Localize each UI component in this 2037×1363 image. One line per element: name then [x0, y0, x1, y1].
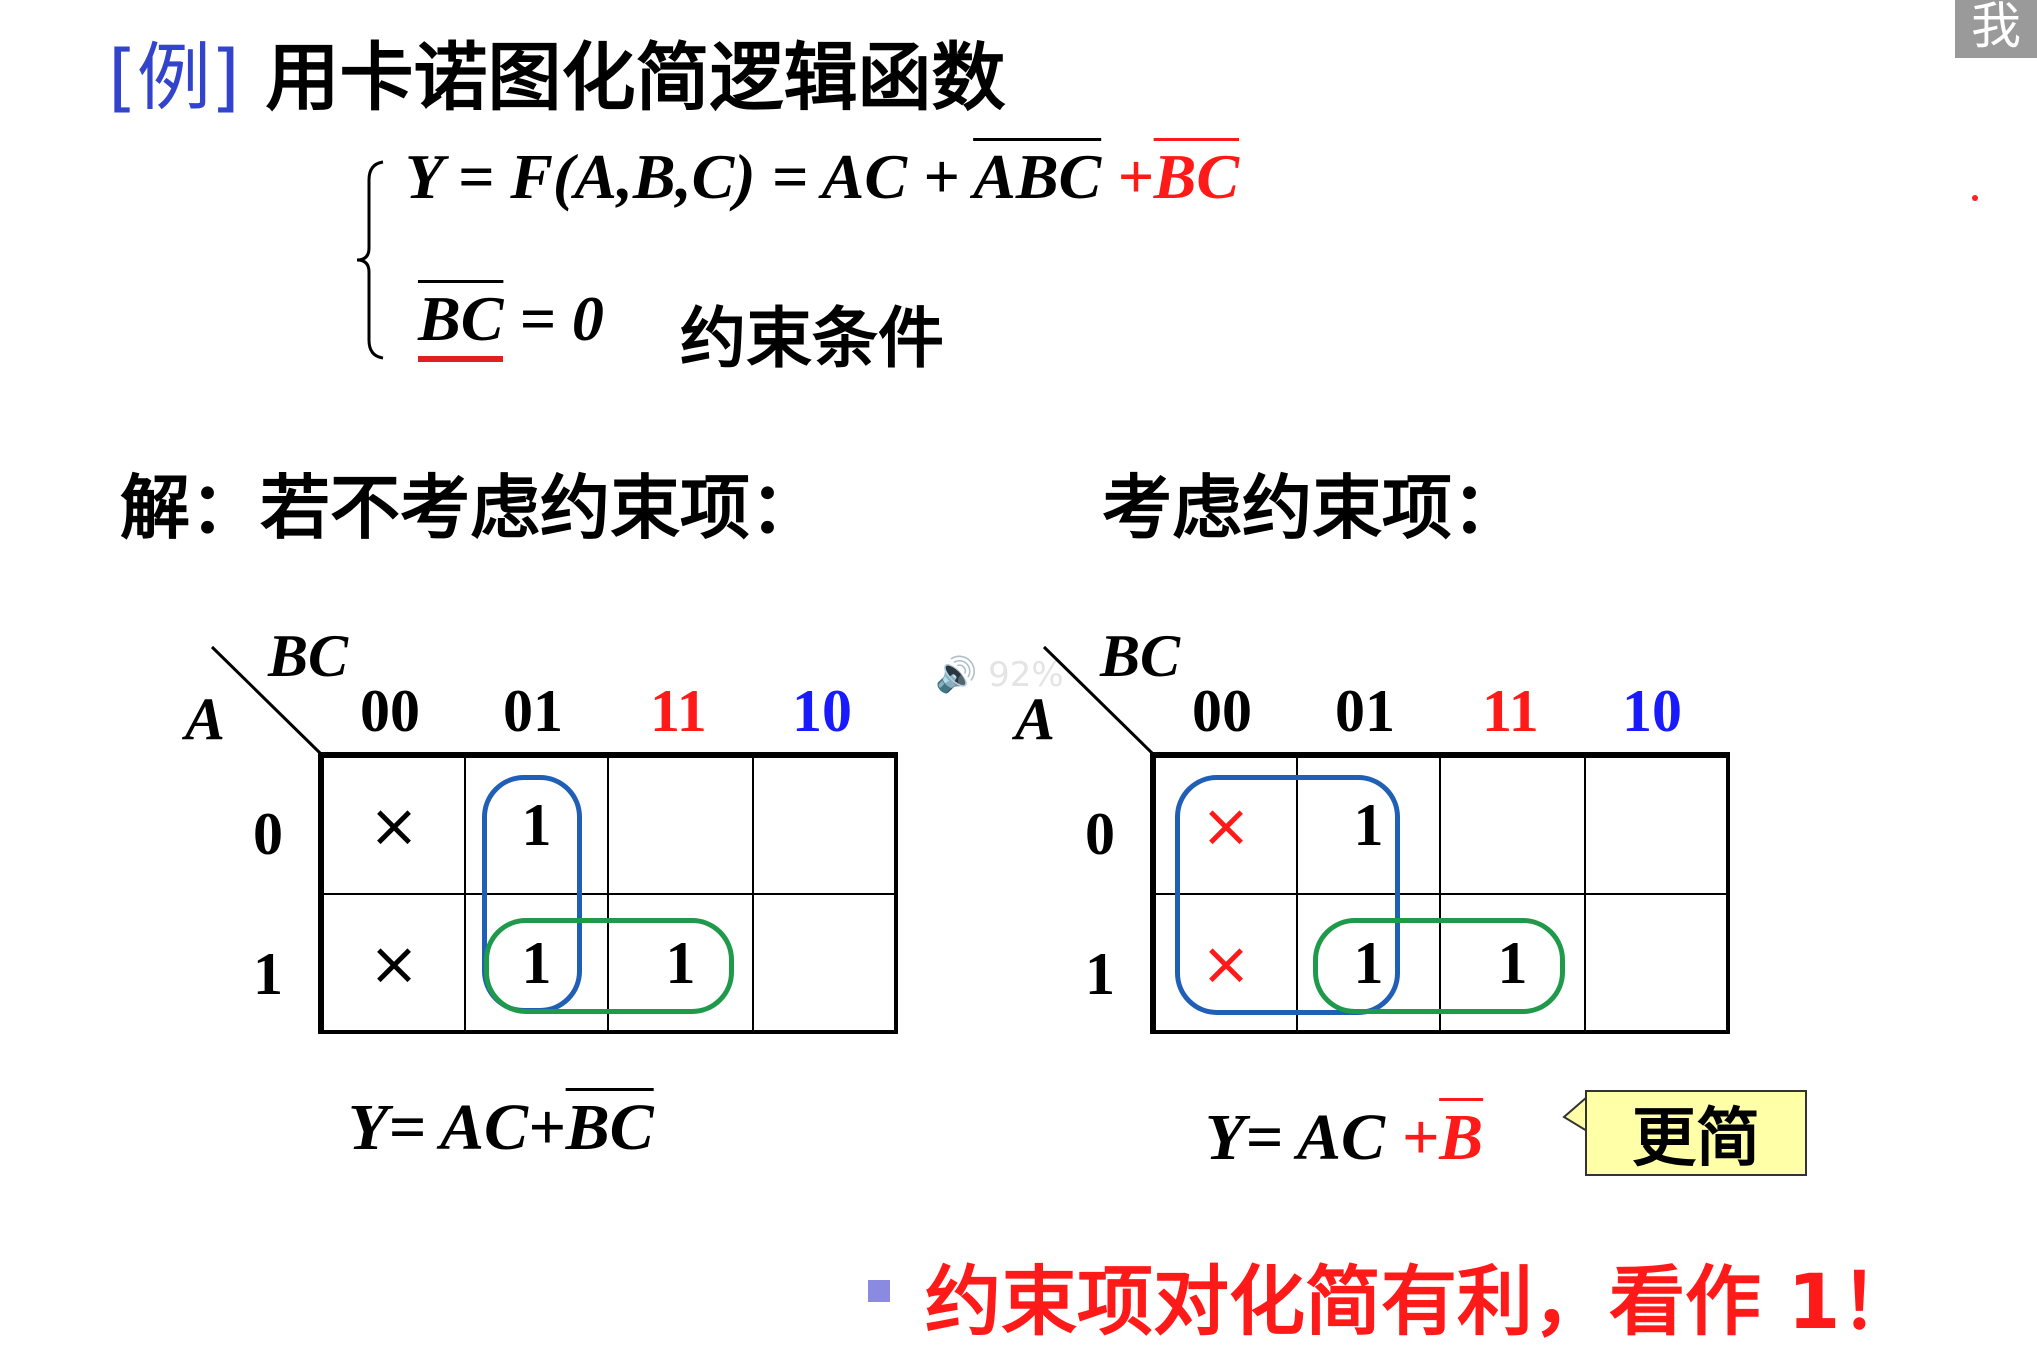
kmap-right-col-label: 00 [1192, 678, 1252, 744]
red-dot-marker [1972, 195, 1978, 201]
kmap-left-col-label: 01 [503, 678, 563, 744]
kmap-left-grid: × 1 × 1 1 [318, 752, 898, 1034]
kmap-left-diagonal [210, 645, 322, 755]
kmap-cell [1584, 756, 1730, 895]
equation-lhs: Y = F(A,B,C) = AC + [405, 141, 974, 212]
kmap-cell [1584, 893, 1730, 1034]
kmap-cell [1439, 756, 1586, 895]
kmap-left-col-var: BC [268, 623, 349, 689]
kmap-cell: 1 [607, 893, 754, 1034]
equation-term2: ABC [973, 141, 1102, 212]
kmap-right-row-var: A [1015, 686, 1056, 752]
equation-line1: Y = F(A,B,C) = AC + ABC +BC [405, 140, 1239, 214]
title-text: 用卡诺图化简逻辑函数 [265, 35, 1006, 121]
kmap-cell [752, 893, 898, 1034]
section-left-heading: 解：若不考虑约束项： [120, 467, 820, 549]
kmap-left-row-label: 1 [253, 941, 283, 1007]
kmap-right-loop-horizontal [1313, 918, 1565, 1014]
kmap-right-col-label: 01 [1335, 678, 1395, 744]
bullet-icon [868, 1280, 890, 1302]
constraint-label: 约束条件 [680, 300, 944, 377]
note-callout: 更简 [1585, 1090, 1807, 1176]
kmap-left-row-label: 0 [253, 801, 283, 867]
result-term: B [1439, 1101, 1484, 1174]
constraint-value: = 0 [503, 283, 604, 354]
kmap-left-row-var: A [185, 686, 226, 752]
kmap-cell [752, 756, 898, 895]
equation-term3: BC [1153, 141, 1240, 212]
kmap-left-col-label: 11 [650, 678, 707, 744]
kmap-right-loop-quad [1175, 775, 1400, 1015]
kmap-right-row-label: 0 [1085, 801, 1115, 867]
result-term: BC [565, 1091, 654, 1164]
watermark-text: 92% [988, 655, 1064, 695]
kmap-right-row-label: 1 [1085, 941, 1115, 1007]
corner-badge[interactable]: 我 [1955, 0, 2037, 58]
constraint-term: BC [418, 283, 504, 362]
result-prefix: Y= AC+ [348, 1091, 566, 1164]
volume-watermark: 🔊 92% [935, 655, 1064, 695]
conclusion-text: 约束项对化简有利，看作 1！ [925, 1257, 1917, 1346]
result-prefix: Y= AC [1205, 1101, 1402, 1174]
example-tag: [例] [108, 35, 240, 121]
kmap-right-grid: × 1 × 1 1 [1150, 752, 1730, 1034]
kmap-right-diagonal [1042, 645, 1154, 755]
equation-plus: + [1101, 141, 1154, 212]
kmap-left-result: Y= AC+BC [348, 1090, 654, 1166]
kmap-left-loop-horizontal [484, 918, 734, 1014]
kmap-right-col-var: BC [1100, 623, 1181, 689]
kmap-right-result: Y= AC +B [1205, 1100, 1483, 1176]
equation-line2: BC = 0 [418, 282, 604, 362]
brace-icon [356, 160, 384, 360]
result-plus: + [1401, 1101, 1440, 1174]
kmap-right-col-label: 11 [1482, 678, 1539, 744]
page-title: [例] 用卡诺图化简逻辑函数 [108, 18, 1006, 125]
kmap-cell: × [322, 756, 466, 895]
section-right-heading: 考虑约束项： [1102, 467, 1522, 549]
kmap-left-col-label: 10 [792, 678, 852, 744]
kmap-right-col-label: 10 [1622, 678, 1682, 744]
kmap-cell [607, 756, 754, 895]
kmap-left-col-label: 00 [360, 678, 420, 744]
kmap-cell: × [322, 893, 466, 1034]
